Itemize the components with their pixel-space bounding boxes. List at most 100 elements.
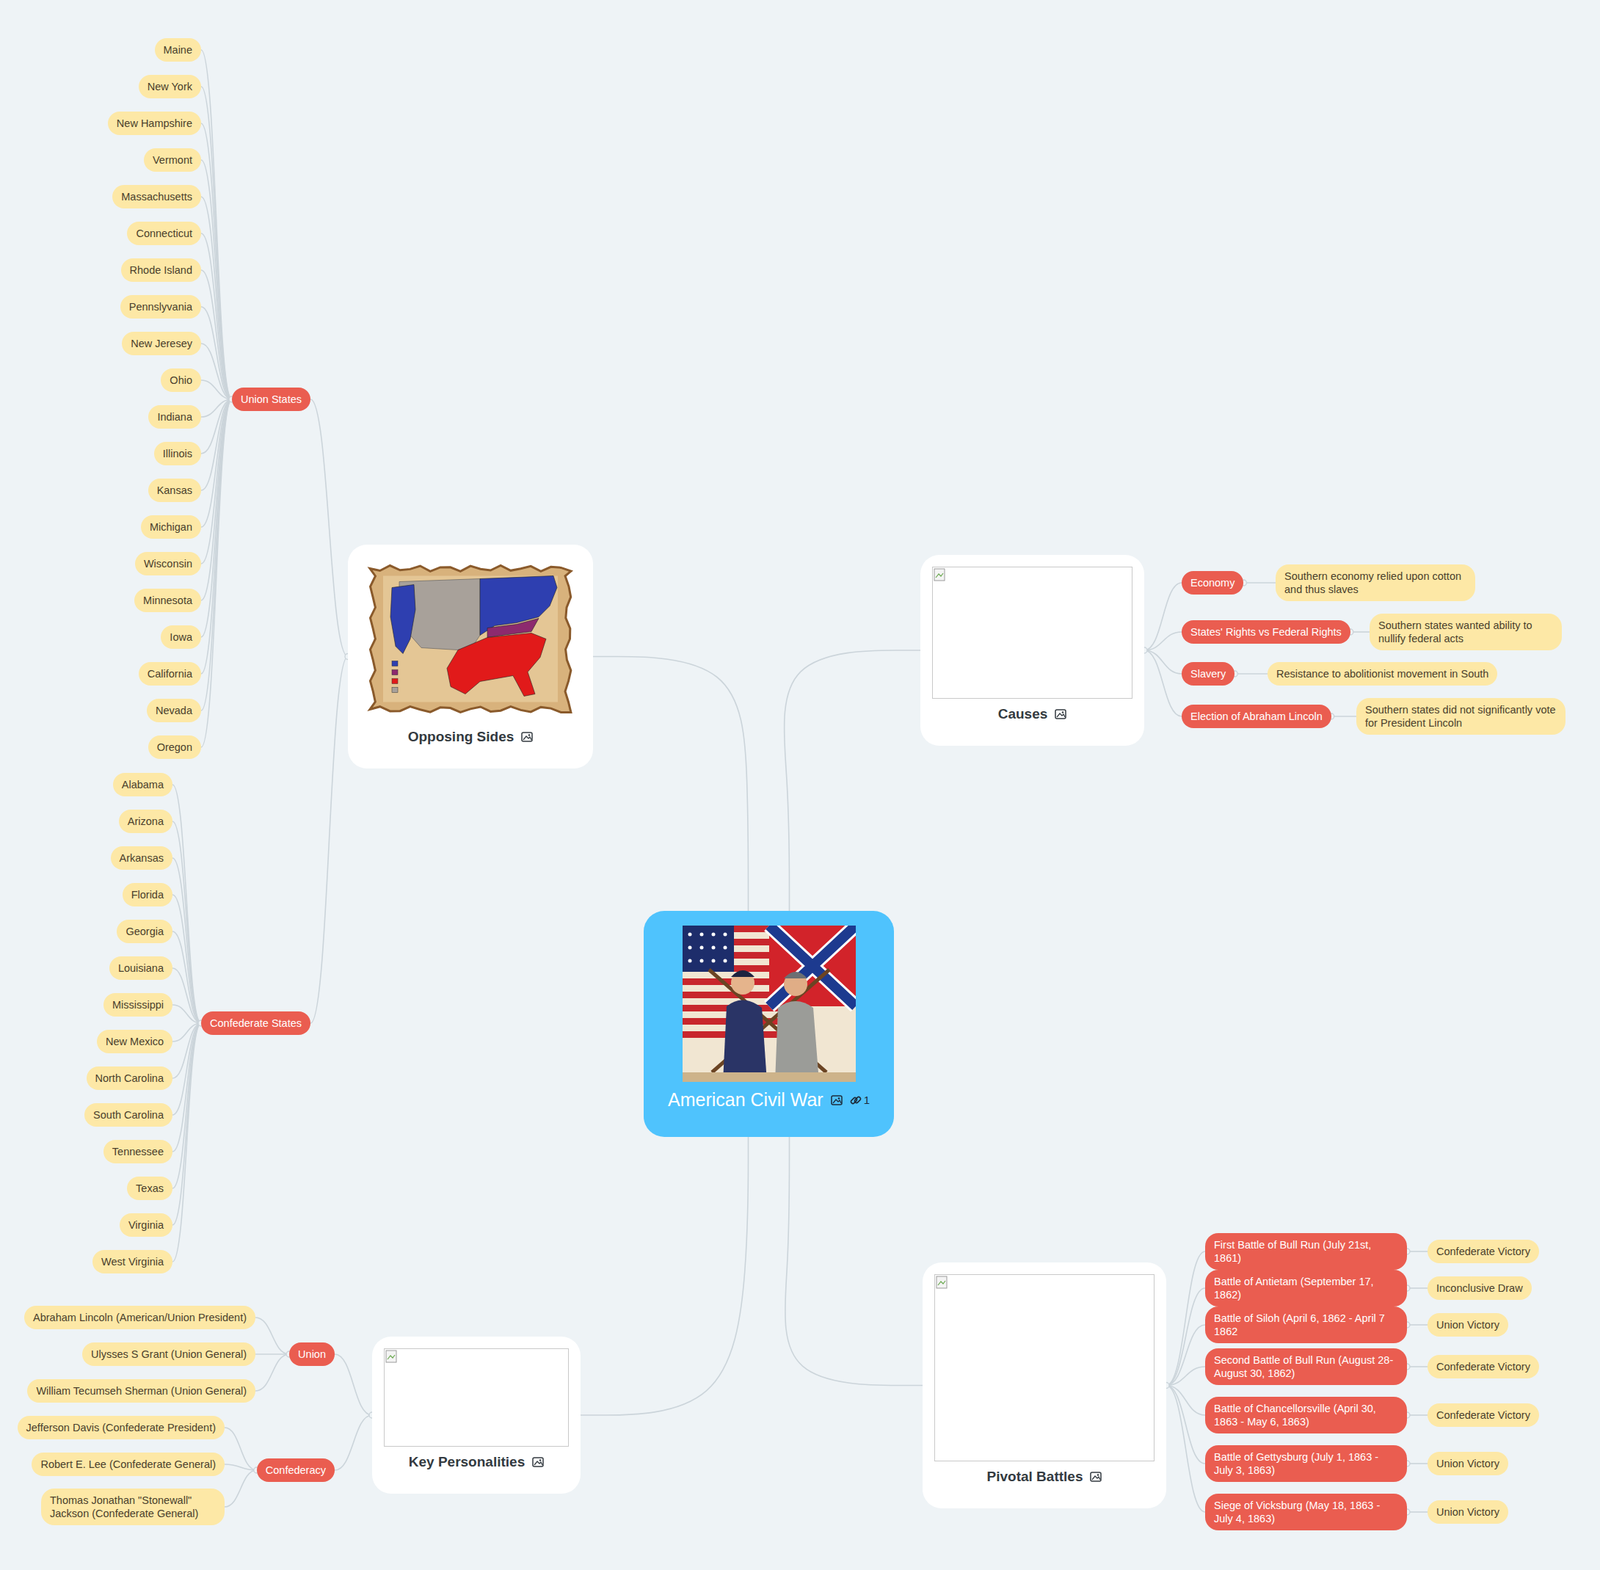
leaf-pill: Minnesota <box>134 588 202 613</box>
leaf-pill: Jefferson Davis (Confederate President) <box>17 1415 225 1440</box>
leaf-label: Mississippi <box>112 998 164 1012</box>
branch-connector <box>1166 1366 1206 1386</box>
branch-connector <box>1331 715 1357 718</box>
category-pill: Battle of Chancellorsville (April 30, 18… <box>1205 1396 1407 1434</box>
branch-connector <box>201 123 232 400</box>
image-placeholder <box>934 1274 1155 1462</box>
branch-connector <box>1234 673 1268 675</box>
branch-connector <box>334 1415 373 1471</box>
leaf-label: Arkansas <box>119 851 164 865</box>
leaf-label: Kansas <box>157 483 193 497</box>
branch-connector <box>1166 1251 1206 1386</box>
leaf-label: Union Victory <box>1436 1456 1500 1471</box>
leaf-label: Connecticut <box>135 226 193 240</box>
leaf-pill: Wisconsin <box>135 551 202 576</box>
branch-connector <box>172 821 202 1024</box>
branch-connector <box>201 343 232 400</box>
leaf-label: Louisiana <box>118 961 164 975</box>
category-label: Battle of Antietam (September 17, 1862) <box>1213 1274 1399 1302</box>
leaf-pill: Ohio <box>160 368 202 392</box>
category-label: Second Battle of Bull Run (August 28-Aug… <box>1213 1353 1399 1380</box>
leaf-label: Pennslyvania <box>129 300 193 314</box>
category-pill: Union <box>289 1342 335 1366</box>
leaf-pill: Robert E. Lee (Confederate General) <box>31 1452 225 1476</box>
leaf-pill: Virginia <box>119 1213 173 1237</box>
leaf-pill: Union Victory <box>1427 1500 1509 1524</box>
leaf-pill: New Hampshire <box>107 111 202 136</box>
leaf-pill: New Jeresey <box>121 331 202 356</box>
leaf-label: Confederate Victory <box>1436 1244 1531 1258</box>
leaf-label: Texas <box>135 1181 164 1195</box>
category-pill: Union States <box>231 387 311 412</box>
branch-card: Key Personalities <box>372 1336 581 1494</box>
image-placeholder <box>383 1348 569 1447</box>
branch-connector <box>201 270 232 400</box>
leaf-label: Robert E. Lee (Confederate General) <box>40 1457 216 1471</box>
leaf-pill: Abraham Lincoln (American/Union Presiden… <box>24 1305 256 1330</box>
branch-title: Key Personalities <box>408 1453 525 1471</box>
image-icon <box>1089 1471 1102 1482</box>
leaf-label: Alabama <box>121 777 164 792</box>
leaf-label: Georgia <box>125 924 164 938</box>
leaf-label: Florida <box>131 888 164 902</box>
leaf-label: Confederate Victory <box>1436 1360 1531 1374</box>
branch-connector <box>593 656 749 912</box>
leaf-pill: Florida <box>122 882 173 907</box>
image-icon <box>1054 708 1067 720</box>
leaf-pill: Arkansas <box>110 846 173 870</box>
branch-connector <box>1243 582 1276 584</box>
leaf-pill: Inconclusive Draw <box>1427 1276 1532 1300</box>
category-pill: Battle of Gettysburg (July 1, 1863 - Jul… <box>1205 1445 1407 1482</box>
branch-connector <box>1166 1288 1206 1386</box>
leaf-pill: Pennslyvania <box>120 295 202 319</box>
leaf-label: Inconclusive Draw <box>1436 1281 1523 1295</box>
category-pill: Battle of Antietam (September 17, 1862) <box>1205 1269 1407 1307</box>
branch-connector <box>255 1353 290 1355</box>
branch-title: Causes <box>998 706 1049 723</box>
link-icon <box>849 1094 862 1107</box>
leaf-pill: Tennessee <box>103 1139 173 1164</box>
leaf-pill: California <box>138 662 202 686</box>
category-pill: Siege of Vicksburg (May 18, 1863 - July … <box>1205 1493 1407 1531</box>
leaf-label: Virginia <box>128 1218 164 1232</box>
category-pill: Election of Abraham Lincoln <box>1181 704 1332 729</box>
leaf-label: Resistance to abolitionist movement in S… <box>1276 667 1489 681</box>
leaf-pill: West Virginia <box>92 1249 173 1274</box>
leaf-pill: New Mexico <box>96 1029 173 1054</box>
leaf-pill: Kansas <box>148 478 202 503</box>
leaf-label: New York <box>147 80 193 94</box>
leaf-label: New Jeresey <box>130 336 193 351</box>
leaf-pill: Iowa <box>160 625 202 649</box>
leaf-pill: Illinois <box>154 441 202 466</box>
leaf-pill: Confederate Victory <box>1427 1354 1540 1379</box>
leaf-pill: Alabama <box>113 772 173 797</box>
branch-connector <box>255 1317 290 1355</box>
topic-title: American Civil War <box>667 1089 824 1111</box>
image-icon <box>830 1095 843 1106</box>
leaf-label: Union Victory <box>1436 1505 1500 1519</box>
leaf-pill: Thomas Jonathan "Stonewall" Jackson (Con… <box>41 1488 225 1526</box>
central-topic: American Civil War1 <box>643 910 894 1137</box>
leaf-label: Southern economy relied upon cotton and … <box>1284 569 1467 596</box>
leaf-label: Tennessee <box>112 1144 164 1159</box>
branch-connector <box>201 160 232 400</box>
leaf-label: Minnesota <box>143 593 193 607</box>
branch-connector <box>310 399 348 657</box>
leaf-pill: Union Victory <box>1427 1451 1509 1476</box>
category-pill: Confederacy <box>256 1458 335 1482</box>
branch-card: Pivotal Battles <box>922 1262 1167 1509</box>
category-label: Siege of Vicksburg (May 18, 1863 - July … <box>1213 1498 1399 1526</box>
leaf-pill: Southern economy relied upon cotton and … <box>1275 564 1476 602</box>
leaf-pill: Texas <box>126 1176 173 1200</box>
leaf-pill: Ulysses S Grant (Union General) <box>82 1342 256 1366</box>
category-label: Union States <box>240 392 302 406</box>
map-illustration <box>359 556 582 722</box>
category-pill: Slavery <box>1181 662 1235 686</box>
branch-card: Opposing Sides <box>347 544 594 769</box>
category-label: Confederate States <box>209 1016 302 1030</box>
leaf-label: Maine <box>163 43 194 57</box>
leaf-label: Oregon <box>157 740 193 754</box>
branch-card: Causes <box>920 554 1145 746</box>
category-pill: Second Battle of Bull Run (August 28-Aug… <box>1205 1348 1407 1385</box>
leaf-pill: North Carolina <box>86 1066 174 1090</box>
